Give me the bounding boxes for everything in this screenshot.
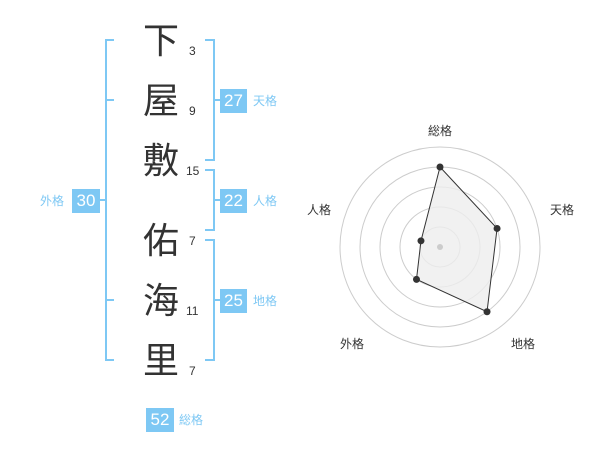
tenkaku-badge: 27 <box>220 89 247 113</box>
radar-axis-label-chikaku: 地格 <box>511 337 536 351</box>
stroke-count-3: 15 <box>186 164 200 178</box>
name-char-5: 海 <box>142 281 179 322</box>
radar-ring <box>339 146 541 348</box>
gaikaku-badge: 30 <box>72 189 100 213</box>
name-char-3: 敷 <box>142 141 179 182</box>
chikaku-badge: 25 <box>220 289 247 313</box>
radar-point <box>412 275 420 283</box>
radar-center <box>437 244 443 250</box>
stroke-count-5: 11 <box>186 304 199 318</box>
name-char-6: 里 <box>142 341 179 382</box>
radar-area <box>415 165 498 313</box>
stroke-count-2: 9 <box>189 104 196 118</box>
soukaku-label: 総格 <box>179 413 204 427</box>
chikaku-label: 地格 <box>253 294 278 308</box>
stroke-count-6: 7 <box>189 364 196 378</box>
stroke-count-1: 3 <box>189 44 196 58</box>
stroke-count-4: 7 <box>189 234 196 248</box>
jinkaku-badge: 22 <box>220 189 247 213</box>
radar-point <box>483 308 491 316</box>
radar-point <box>417 237 425 245</box>
radar-point <box>436 163 444 171</box>
radar-axis-label-gaikaku: 外格 <box>340 337 365 351</box>
name-char-1: 下 <box>142 21 179 62</box>
radar-axis-label-jinkaku: 人格 <box>307 203 332 217</box>
soukaku-badge: 52 <box>146 408 174 432</box>
name-char-2: 屋 <box>142 81 179 122</box>
name-char-4: 佑 <box>142 221 179 262</box>
tenkaku-label: 天格 <box>253 94 278 108</box>
radar-axis-label-tenkaku: 天格 <box>550 203 575 217</box>
radar-point <box>493 224 501 232</box>
radar-axis-label-soukaku: 総格 <box>428 124 453 138</box>
gaikaku-label: 外格 <box>40 194 65 208</box>
jinkaku-label: 人格 <box>253 194 278 208</box>
